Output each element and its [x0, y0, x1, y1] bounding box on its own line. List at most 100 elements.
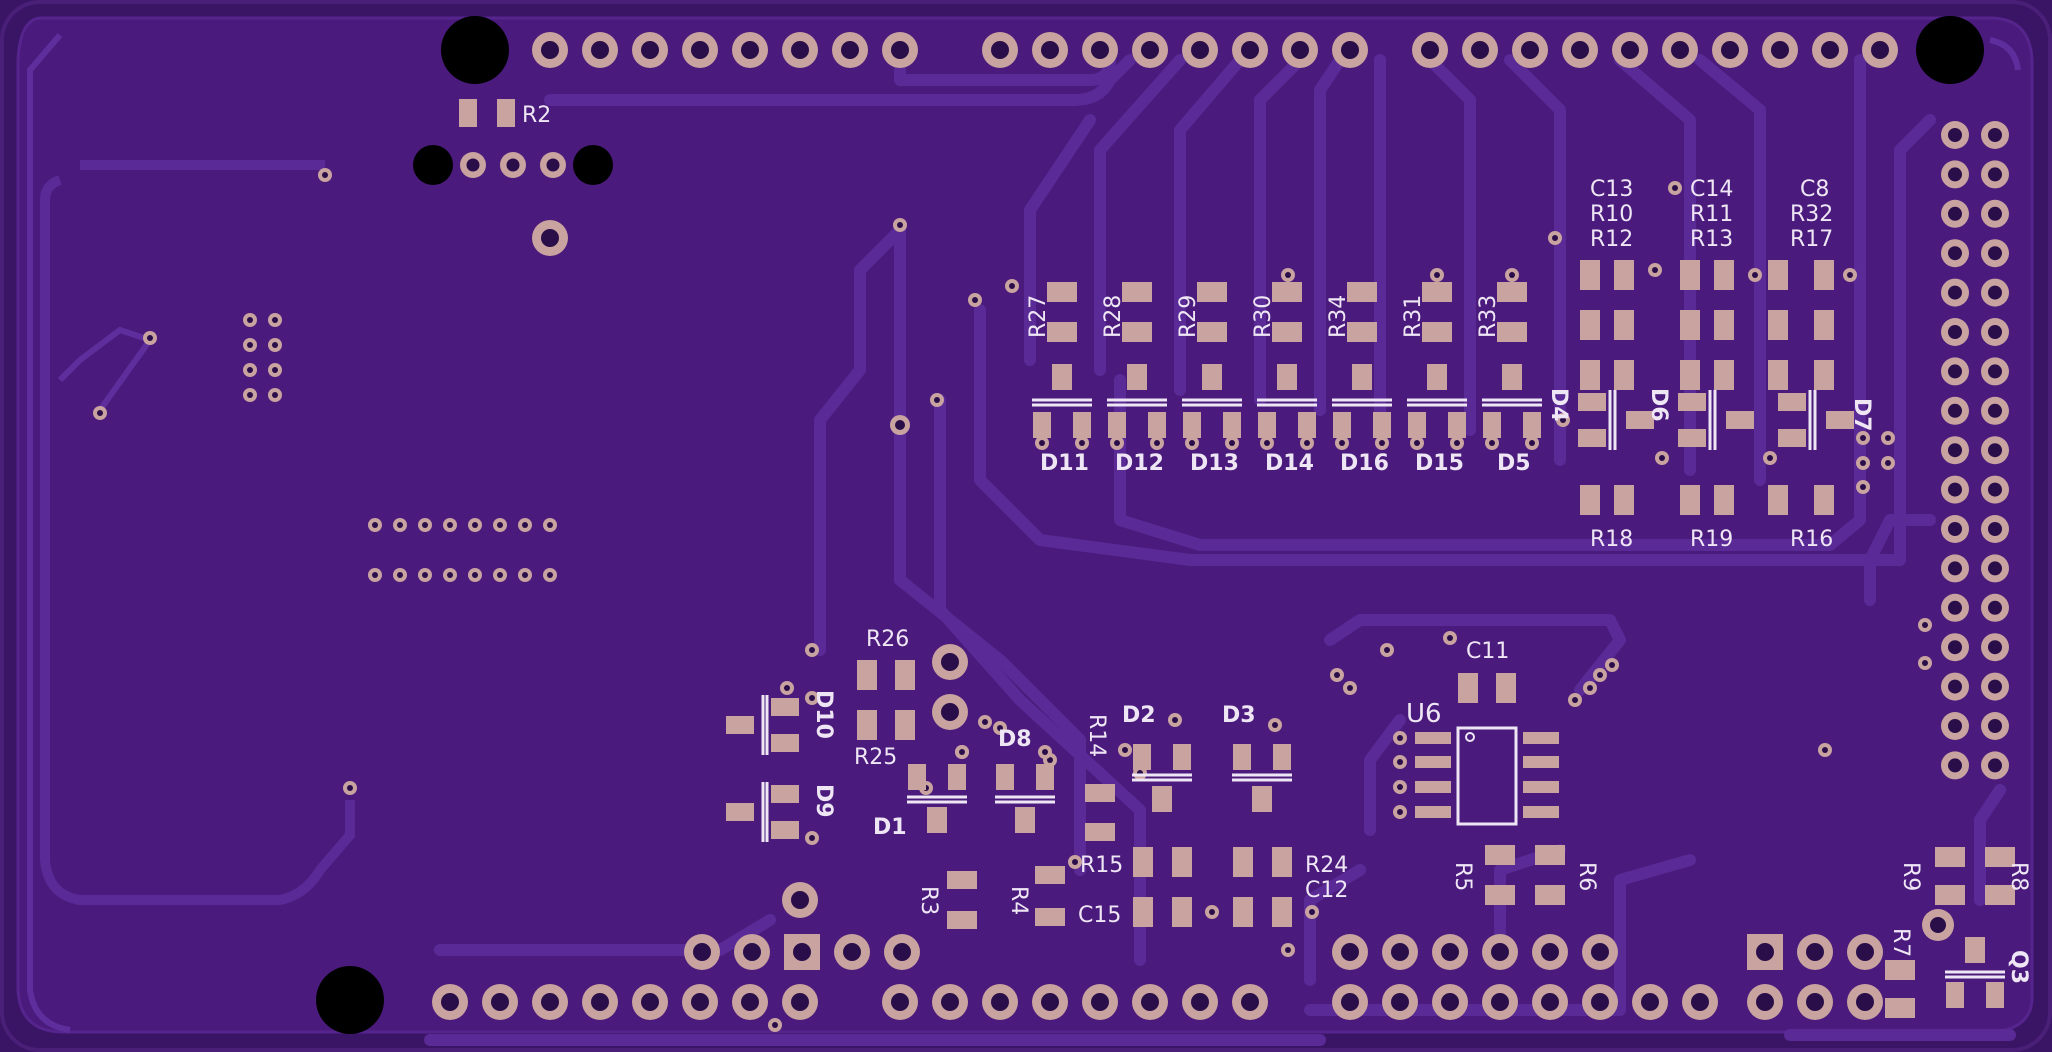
label-r7: R7 [1888, 928, 1913, 957]
resistor-pad [1272, 322, 1302, 342]
resistor-pad [1272, 282, 1302, 302]
via-hole [1860, 435, 1866, 441]
diode-pad [1578, 429, 1606, 447]
drill-hole [1541, 943, 1559, 961]
via-hole [397, 572, 403, 578]
label-r4: R4 [1006, 886, 1031, 915]
via-hole [1379, 440, 1385, 446]
resistor-pad [1047, 322, 1077, 342]
via-hole [1079, 440, 1085, 446]
r9-pad [1935, 885, 1965, 905]
label-r27: R27 [1026, 295, 1051, 338]
drill-hole [1771, 41, 1789, 59]
resistor-pad [1614, 360, 1634, 390]
drill-hole [893, 943, 911, 961]
diode-pad [1578, 393, 1606, 411]
label-d14: D14 [1265, 451, 1314, 476]
connector-hole [413, 145, 453, 185]
via-hole [897, 222, 903, 228]
resistor-pad [1714, 310, 1734, 340]
r7-pad [1885, 998, 1915, 1018]
diode-pad [1127, 364, 1147, 390]
resistor-pad [1714, 485, 1734, 515]
diode-pad [771, 821, 799, 839]
via-hole [1572, 697, 1578, 703]
label-c8: C8 [1800, 177, 1829, 202]
drill-hole [1391, 943, 1409, 961]
label-d13: D13 [1190, 451, 1239, 476]
via-hole [934, 397, 940, 403]
resistor-pad [1047, 282, 1077, 302]
via-hole [1272, 722, 1278, 728]
drill-hole [941, 653, 959, 671]
resistor-pad [1814, 260, 1834, 290]
label-c14: C14 [1690, 177, 1733, 202]
c11-pad [1458, 673, 1478, 703]
drill-hole [1988, 246, 2002, 261]
drill-hole [1756, 943, 1774, 961]
via-hole [1489, 440, 1495, 446]
r8-pad [1985, 847, 2015, 867]
resistor-pad [1814, 360, 1834, 390]
smd-pads [459, 99, 2015, 1018]
label-r25: R25 [854, 745, 897, 770]
r15-pad [1133, 847, 1153, 877]
via-hole [97, 410, 103, 416]
diode-pad [1183, 412, 1201, 438]
drill-hole [1391, 993, 1409, 1011]
diode-pad [1408, 412, 1426, 438]
u6-pin [1415, 781, 1451, 793]
via-hole [247, 392, 253, 398]
silk-labels: R2 R27 R28 R29 R30 R34 R31 R33 D11 D12 D… [522, 103, 2031, 984]
diode-pad [1352, 364, 1372, 390]
via-hole [1009, 283, 1015, 289]
resistor-pad [1580, 310, 1600, 340]
diode-pad [726, 803, 754, 821]
drill-hole [693, 943, 711, 961]
label-r2: R2 [522, 103, 551, 128]
via-hole [1397, 759, 1403, 765]
label-r11: R11 [1690, 202, 1733, 227]
u6-pin [1415, 806, 1451, 818]
drill-hole [641, 41, 659, 59]
label-c15: C15 [1078, 903, 1121, 928]
via-hole [347, 785, 353, 791]
c15-pad [1172, 897, 1192, 927]
drill-hole [1721, 41, 1739, 59]
via-hole [1229, 440, 1235, 446]
via-hole [1209, 909, 1215, 915]
drill-hole [1948, 679, 1962, 694]
via-hole [1447, 635, 1453, 641]
via-hole [372, 522, 378, 528]
drill-hole [1948, 246, 1962, 261]
diode-pad [1148, 412, 1166, 438]
drill-hole [941, 703, 959, 721]
via-hole [1434, 272, 1440, 278]
via-hole [1397, 809, 1403, 815]
r25-pad [857, 710, 877, 740]
via-hole [1047, 757, 1053, 763]
via-hole [1039, 440, 1045, 446]
r26-pad [895, 660, 915, 690]
label-r17: R17 [1790, 227, 1833, 252]
drill-hole [1591, 993, 1609, 1011]
resistor-pad [1497, 282, 1527, 302]
via-hole [772, 1022, 778, 1028]
diode-pad [1523, 412, 1541, 438]
drill-hole [1591, 943, 1609, 961]
label-d5: D5 [1497, 451, 1531, 476]
resistor-pad [1497, 322, 1527, 342]
via-hole [1172, 717, 1178, 723]
drill-hole [1241, 41, 1259, 59]
label-r12: R12 [1590, 227, 1633, 252]
label-d6: D6 [1646, 388, 1671, 422]
r3-pad [947, 911, 977, 929]
drill-hole [1948, 403, 1962, 418]
r4-pad [1035, 908, 1065, 926]
drill-hole [1988, 403, 2002, 418]
resistor-pad [1680, 360, 1700, 390]
resistor-pad [1714, 360, 1734, 390]
via-hole [972, 297, 978, 303]
via-hole [547, 572, 553, 578]
via-hole [1285, 272, 1291, 278]
